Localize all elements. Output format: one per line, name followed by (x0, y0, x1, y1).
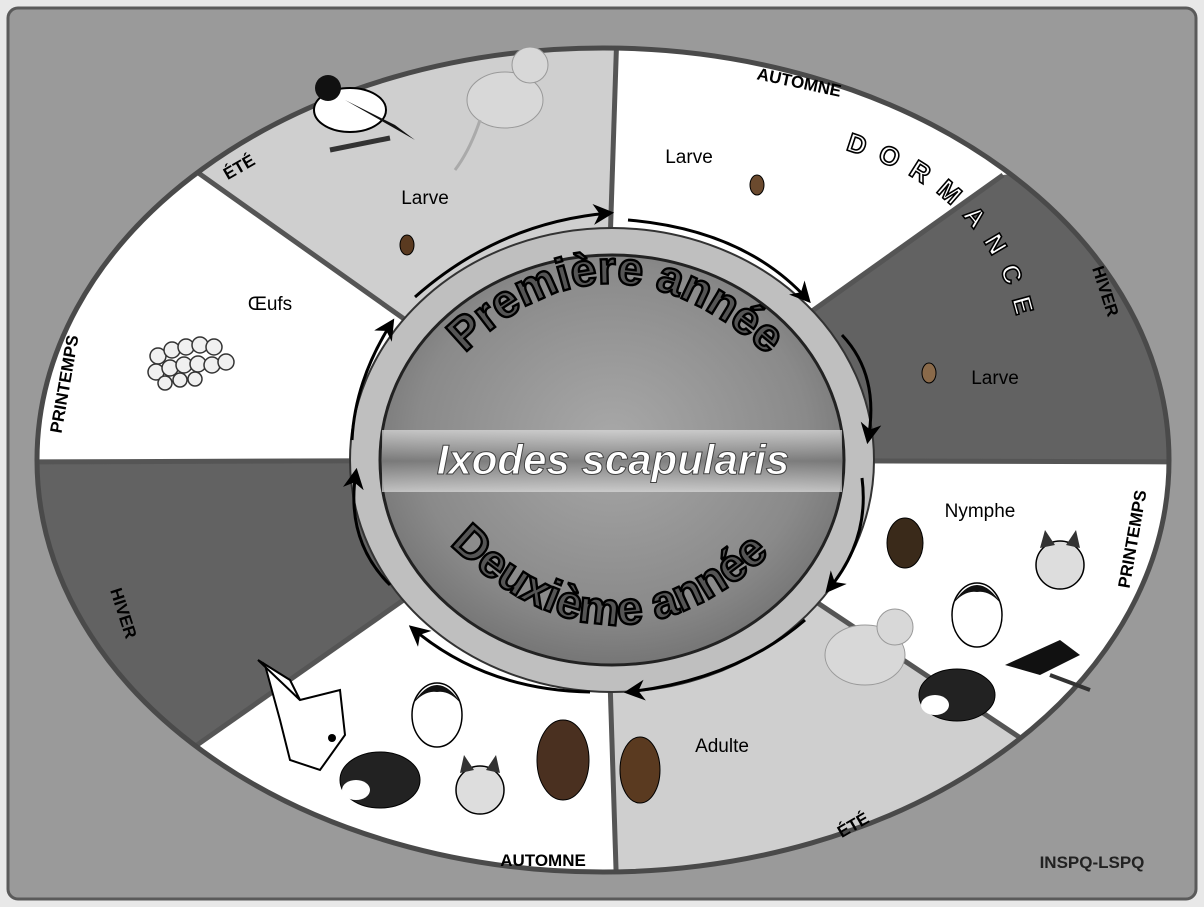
stage-label-larva-autumn: Larve (665, 147, 713, 168)
credit-label: INSPQ-LSPQ (1040, 853, 1145, 872)
stage-label-larva-summer: Larve (401, 188, 449, 209)
stage-label-eggs: Œufs (248, 294, 292, 315)
stage-label-nymph: Nymphe (945, 501, 1016, 522)
stage-label-adult: Adulte (695, 736, 749, 757)
stage-label-larva-winter: Larve (971, 368, 1019, 389)
center-title: Ixodes scapularis (437, 436, 790, 483)
season-label-autumn-bottom: AUTOMNE (500, 851, 586, 870)
